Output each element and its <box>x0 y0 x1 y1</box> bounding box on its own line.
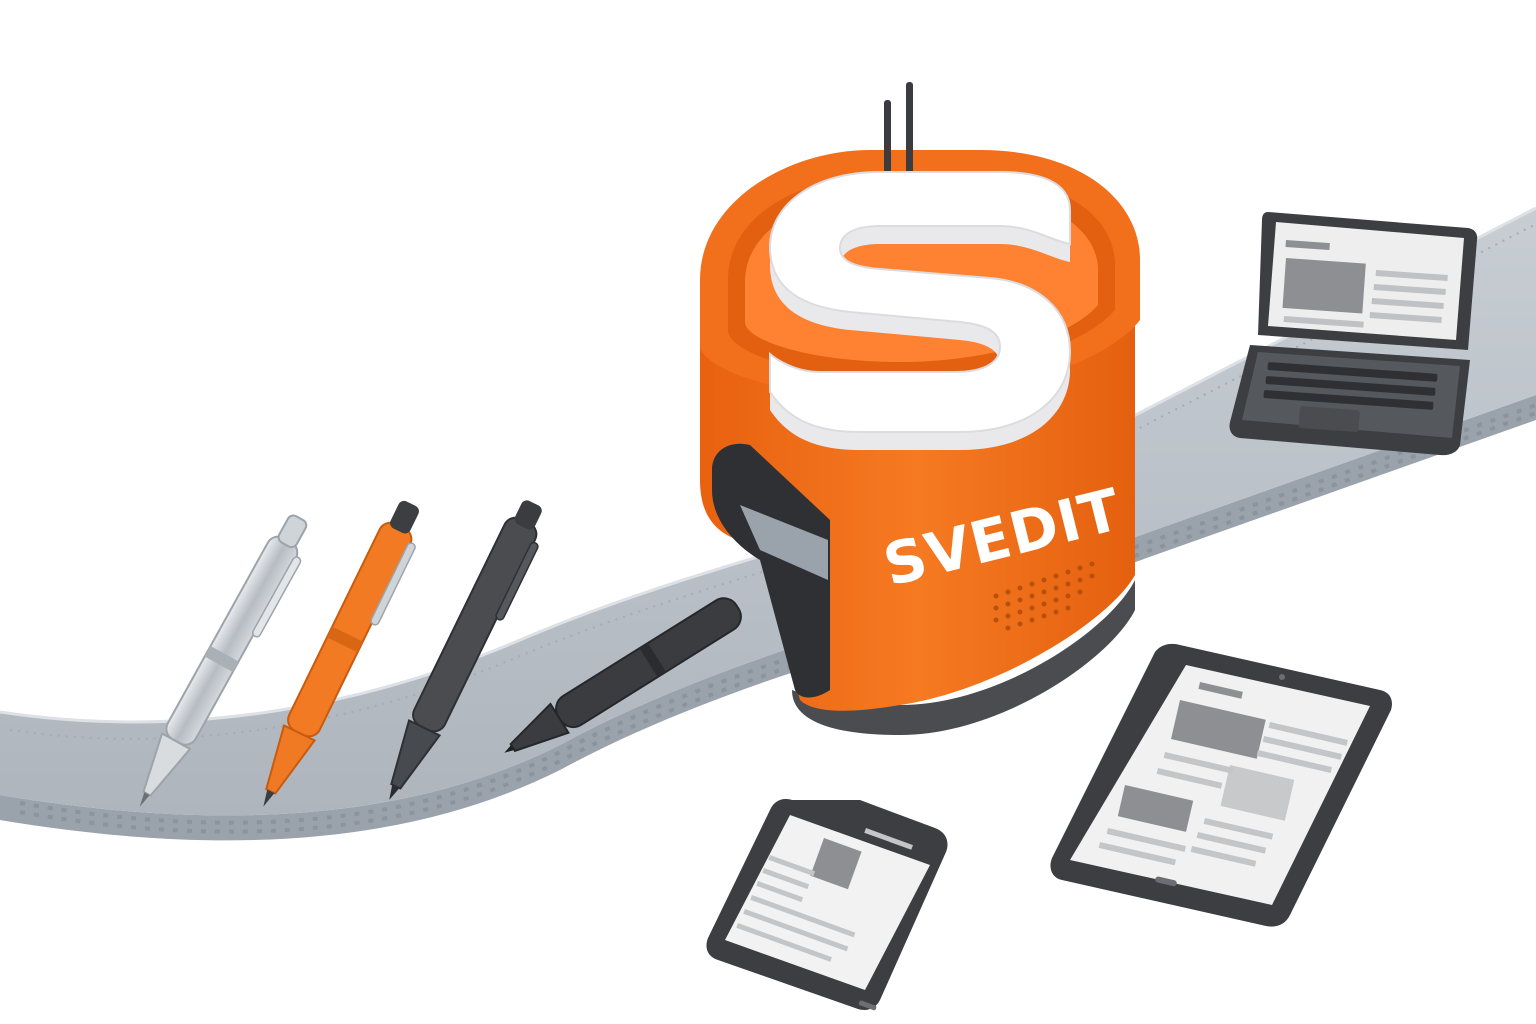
silver-pen-icon <box>139 514 308 807</box>
speaker-grille-icon <box>993 561 1095 631</box>
tablet-icon <box>1050 643 1392 927</box>
phone-icon <box>706 799 948 1011</box>
dark-pen-icon <box>389 500 542 800</box>
svedit-machine: S SVEDIT <box>700 82 1140 735</box>
stylus-icon <box>504 597 742 753</box>
laptop-icon <box>1229 212 1478 456</box>
orange-pen-icon <box>263 500 419 807</box>
svedit-logo-icon: S <box>768 171 1072 450</box>
